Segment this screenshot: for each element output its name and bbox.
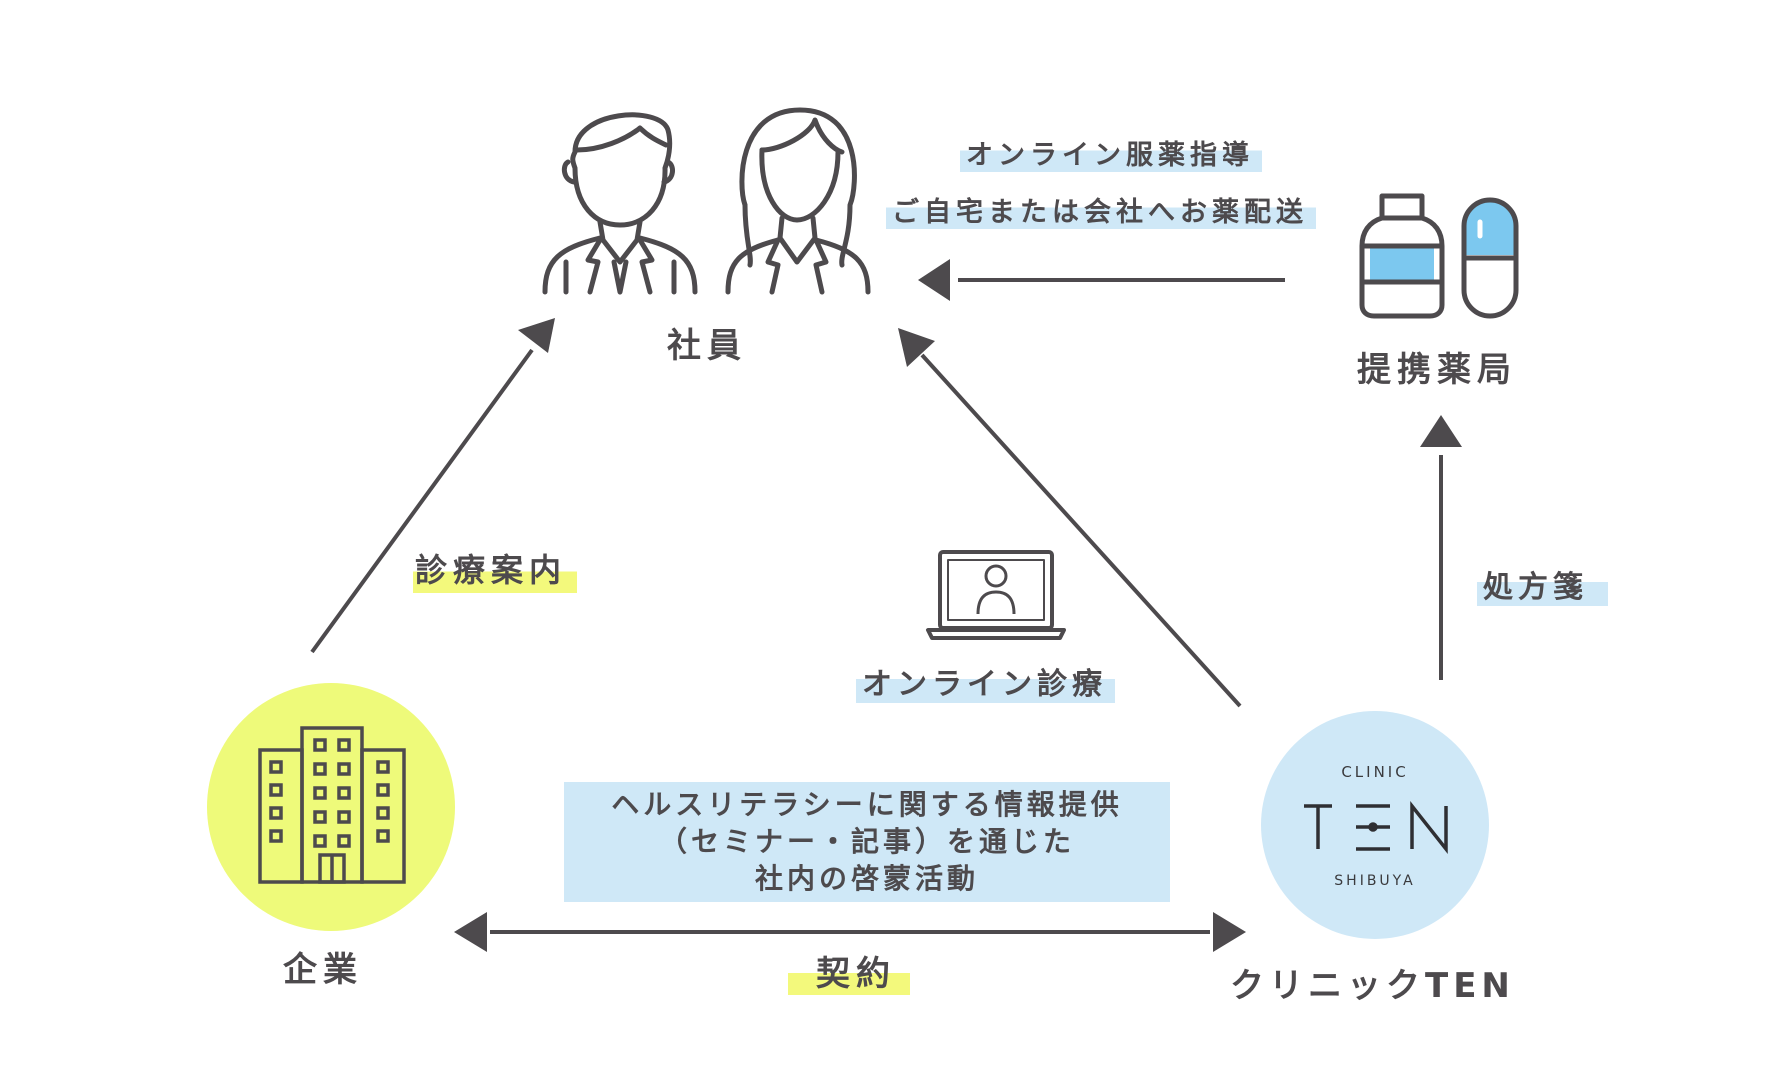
clinic-logo-top-text: CLINIC: [1341, 763, 1409, 781]
medicine-delivery-label: ご自宅または会社へお薬配送: [886, 190, 1316, 229]
medicine-bottle-icon: [1359, 193, 1445, 319]
info-box-line-3: 社内の啓蒙活動: [754, 862, 979, 895]
arrow-clinic-to-pharmacy: [1420, 415, 1462, 680]
online-medication-guidance-label: オンライン服薬指導: [960, 133, 1262, 172]
company-circle: [207, 683, 455, 931]
clinic-ten-logo-mark: [1304, 800, 1448, 855]
prescription-label: 処方箋: [1477, 562, 1608, 606]
info-box-line-1: ヘルスリテラシーに関する情報提供: [611, 788, 1123, 821]
arrow-company-clinic-contract: [454, 912, 1246, 952]
online-consultation-label: オンライン診療: [856, 659, 1115, 703]
contract-label: 契約: [788, 946, 910, 995]
consultation-guidance-label: 診療案内: [413, 545, 578, 593]
health-literacy-info-box: ヘルスリテラシーに関する情報提供 （セミナー・記事）を通じた 社内の啓蒙活動: [564, 782, 1170, 902]
laptop-video-call-icon: [926, 550, 1066, 640]
info-box-line-2: （セミナー・記事）を通じた: [658, 825, 1075, 858]
clinic-label: クリニックTEN: [1230, 966, 1515, 1006]
arrow-clinic-to-employees: [898, 328, 1242, 708]
businesswoman-icon: [725, 107, 871, 295]
pharmacy-label: 提携薬局: [1357, 350, 1517, 390]
office-building-icon: [258, 726, 406, 884]
arrow-company-to-employees: [310, 318, 555, 654]
company-label: 企業: [283, 950, 363, 990]
capsule-icon: [1461, 197, 1519, 319]
clinic-logo-bottom-text: SHIBUYA: [1334, 873, 1416, 889]
employees-label: 社員: [667, 326, 747, 366]
arrow-pharmacy-to-employees: [918, 259, 1285, 301]
businessman-icon: [542, 112, 698, 295]
